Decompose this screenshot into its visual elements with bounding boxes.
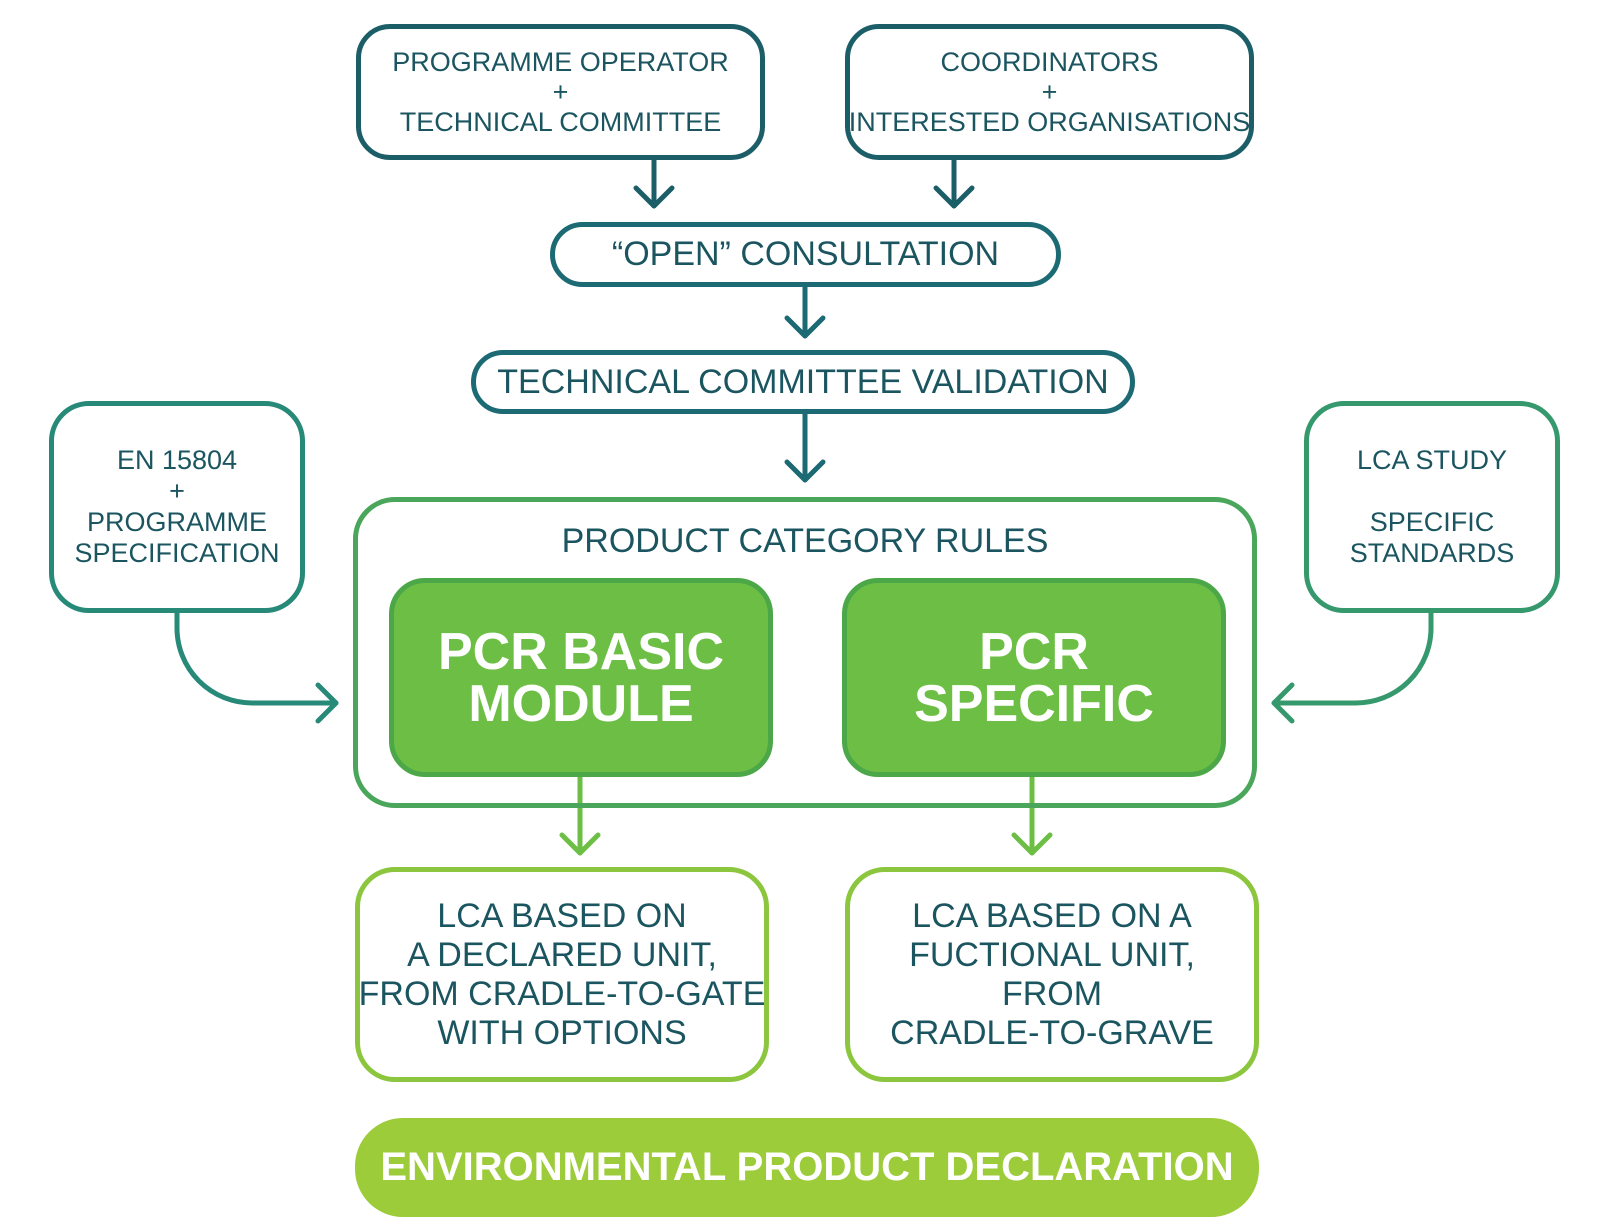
box-line: COORDINATORS (940, 47, 1159, 77)
box-line: A DECLARED UNIT, (407, 935, 717, 974)
box-line: STANDARDS (1349, 538, 1515, 568)
box-line: FROM CRADLE-TO-GATE (358, 974, 766, 1013)
box-line: WITH OPTIONS (437, 1013, 687, 1052)
plus-sign: + (552, 77, 569, 107)
plus-sign: + (169, 476, 185, 506)
open-consultation-pill: “OPEN” CONSULTATION (550, 222, 1061, 287)
arrow-standards-to-pcr (174, 610, 339, 706)
box-line: SPECIFIC (1369, 507, 1495, 537)
pcr-title: PRODUCT CATEGORY RULES (561, 522, 1049, 560)
pcr-specific-box: PCR SPECIFIC (842, 578, 1226, 777)
pill-label: “OPEN” CONSULTATION (611, 235, 1000, 273)
lca-study-input-box: LCA STUDY SPECIFIC STANDARDS (1304, 401, 1560, 613)
standards-input-box: EN 15804 + PROGRAMME SPECIFICATION (49, 401, 305, 613)
arrow-lca-study-to-pcr (1271, 610, 1434, 706)
box-line: SPECIFIC (914, 674, 1154, 733)
box-line: FUCTIONAL UNIT, (909, 935, 1195, 974)
product-category-rules-frame: PRODUCT CATEGORY RULES (353, 497, 1257, 808)
box-line: PROGRAMME (86, 507, 267, 537)
box-line: MODULE (468, 674, 694, 733)
box-line: PCR BASIC (437, 622, 725, 681)
lca-functional-unit-box: LCA BASED ON A FUCTIONAL UNIT, FROM CRAD… (845, 867, 1259, 1082)
pcr-basic-module-box: PCR BASIC MODULE (389, 578, 773, 777)
banner-label: ENVIRONMENTAL PRODUCT DECLARATION (380, 1145, 1234, 1189)
box-line: EN 15804 (116, 445, 238, 475)
plus-sign: + (1041, 77, 1058, 107)
box-line: FROM (1001, 974, 1103, 1013)
technical-committee-validation-pill: TECHNICAL COMMITTEE VALIDATION (471, 350, 1135, 414)
box-line: LCA BASED ON A (912, 896, 1192, 935)
box-line: PROGRAMME OPERATOR (392, 47, 729, 77)
lca-declared-unit-box: LCA BASED ON A DECLARED UNIT, FROM CRADL… (355, 867, 769, 1082)
box-line: CRADLE-TO-GRAVE (890, 1013, 1214, 1052)
box-line: SPECIFICATION (74, 538, 280, 568)
spacer (1428, 476, 1436, 507)
pill-label: TECHNICAL COMMITTEE VALIDATION (497, 362, 1109, 401)
box-line: LCA STUDY (1356, 445, 1508, 475)
environmental-product-declaration-banner: ENVIRONMENTAL PRODUCT DECLARATION (355, 1118, 1259, 1217)
box-line: LCA BASED ON (437, 896, 687, 935)
programme-operator-box: PROGRAMME OPERATOR + TECHNICAL COMMITTEE (356, 24, 765, 160)
box-line: TECHNICAL COMMITTEE (399, 107, 722, 137)
box-line: PCR (979, 622, 1089, 681)
box-line: INTERESTED ORGANISATIONS (848, 107, 1251, 137)
coordinators-box: COORDINATORS + INTERESTED ORGANISATIONS (845, 24, 1254, 160)
